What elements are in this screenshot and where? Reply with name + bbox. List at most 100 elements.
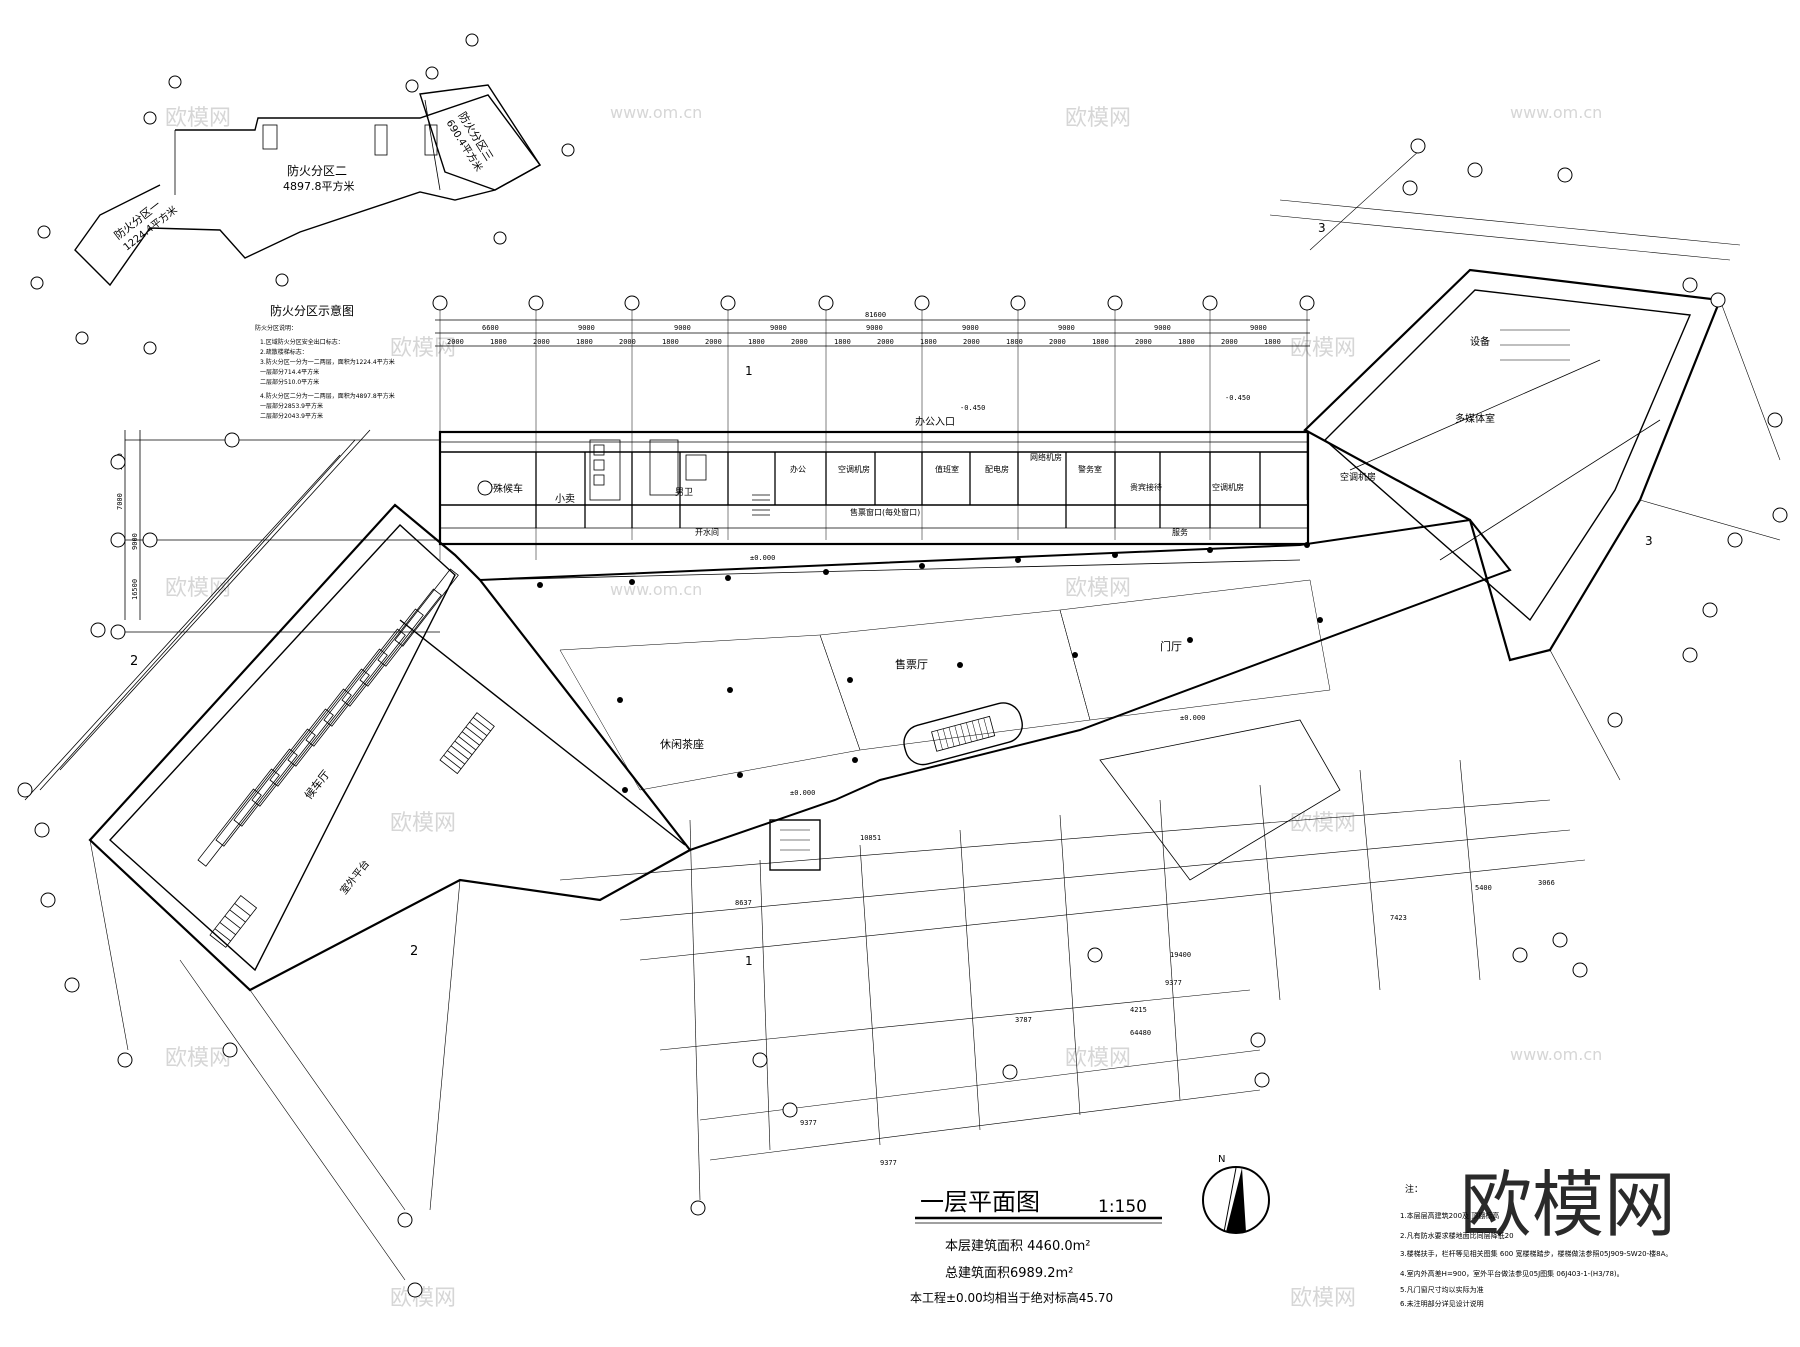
grid-bubble [275,273,289,287]
svg-text:1800: 1800 [834,338,851,346]
svg-text:2000: 2000 [791,338,808,346]
elevation-mark: -0.450 [1225,394,1250,402]
room-label: 售票窗口(每处窗口) [850,507,920,517]
svg-text:2000: 2000 [705,338,722,346]
top-grid-bubbles [432,295,1315,311]
svg-text:5400: 5400 [1475,884,1492,892]
grid-bubble [30,276,44,290]
svg-text:2000: 2000 [619,338,636,346]
main-building-block: 81600 6600 9000 9000 9000 9000 9000 9000… [110,295,1315,640]
svg-text:64480: 64480 [1130,1029,1151,1037]
datum-note: 本工程±0.00均相当于绝对标高45.70 [910,1290,1113,1305]
svg-text:1800: 1800 [1264,338,1281,346]
svg-text:1800: 1800 [662,338,679,346]
watermark-text: 欧模网 [390,1286,456,1311]
watermark-text: 欧模网 [1290,336,1356,361]
room-label: 办公 [790,464,806,474]
total-area: 总建筑面积6989.2m² [945,1265,1073,1281]
svg-text:2000: 2000 [963,338,980,346]
general-notes: 注： 1.本层层高建筑200及 顶棚标高 2.凡有防水要求楼地面比同层降低20 … [1400,1183,1672,1308]
watermark-text: 欧模网 [1065,106,1131,131]
section-marker: 1 [745,954,753,968]
svg-text:9000: 9000 [770,324,787,332]
watermark-url: www.om.cn [610,103,702,122]
svg-text:7423: 7423 [1390,914,1407,922]
room-label: 服务 [1172,527,1188,537]
section-marker: 2 [410,944,418,959]
room-label: 贵宾接待 [1130,482,1162,492]
grid-bubble [425,66,439,80]
svg-text:9377: 9377 [1165,979,1182,987]
bay-dimensions: 6600 9000 9000 9000 9000 9000 9000 9000 … [482,324,1267,332]
grid-bubble [75,331,89,345]
drawing-title: 一层平面图 [920,1188,1040,1216]
svg-text:9000: 9000 [866,324,883,332]
key-grid-bubbles [30,33,575,355]
section-marker: 3 [1645,534,1653,548]
central-hall-block: 售票厅 门厅 休闲茶座 ±0.000 ±0.000 1 1 [479,364,1512,968]
fire-zone-note: 2.疏散楼梯标志： [260,348,308,356]
fire-zone-notes: 防火分区说明： 1.区域防火分区安全出口标志： 2.疏散楼梯标志： 3.防火分区… [255,324,395,420]
section-marker: 1 [745,364,753,378]
note-line: 3.楼梯扶手，栏杆等见相关图集 600 宽楼梯踏步，楼梯做法参照05J909-S… [1400,1249,1672,1258]
room-label: 男卫 [675,487,693,498]
left-grid-bubbles [17,432,493,1298]
floor-area: 本层建筑面积 4460.0m² [945,1238,1091,1254]
note-line: 2.凡有防水要求楼地面比同层降低20 [1400,1231,1514,1240]
escalator [903,702,1023,766]
svg-text:4215: 4215 [1130,1006,1147,1014]
watermark-url: www.om.cn [610,580,702,599]
svg-text:1800: 1800 [576,338,593,346]
svg-text:2000: 2000 [1221,338,1238,346]
svg-text:2000: 2000 [1135,338,1152,346]
note-line: 5.凡门窗尺寸均以实际为准 [1400,1285,1484,1294]
grid-bubble [37,225,51,239]
fire-zone-two-area: 4897.8平方米 [283,179,355,193]
svg-text:9000: 9000 [578,324,595,332]
room-label: 空调机房 [838,464,870,474]
room-label: 小卖 [555,493,575,505]
svg-text:1800: 1800 [920,338,937,346]
north-label: N [1218,1154,1225,1165]
fire-zone-note: 1.区域防火分区安全出口标志： [260,338,344,346]
svg-text:1800: 1800 [748,338,765,346]
grid-bubble [143,341,157,355]
watermark-text: 欧模网 [390,811,456,836]
svg-text:3787: 3787 [1015,1016,1032,1024]
fire-zone-two-name: 防火分区二 [287,163,347,178]
svg-text:9377: 9377 [800,1119,817,1127]
watermark-url: www.om.cn [1510,1045,1602,1064]
grid-bubble [405,79,419,93]
watermark-text: 欧模网 [1065,576,1131,601]
seat-rows [197,568,459,867]
grid-bubble [143,111,157,125]
fire-zone-note: 一层部分714.4平方米 [260,368,319,376]
elevation-mark: ±0.000 [1180,714,1205,722]
svg-text:10851: 10851 [860,834,881,842]
svg-text:2000: 2000 [1049,338,1066,346]
grid-bubble [168,75,182,89]
note-line: 6.未注明部分详见设计说明 [1400,1299,1484,1308]
north-arrow: N [1202,1154,1270,1234]
svg-text:3066: 3066 [1538,879,1555,887]
note-line: 注： [1405,1183,1423,1195]
lower-grid-bubbles [690,932,1588,1216]
svg-text:6600: 6600 [482,324,499,332]
section-marker: 3 [1318,221,1326,235]
room-label: 多媒体室 [1455,412,1495,425]
room-label: 候车厅 [301,767,332,802]
watermark-text: 欧模网 [165,1046,231,1071]
svg-text:1800: 1800 [1092,338,1109,346]
fire-zone-diagram: 防火分区二 4897.8平方米 防火分区一 1224.4平方米 防火分区三 69… [30,33,575,420]
svg-text:2000: 2000 [447,338,464,346]
room-label: 特殊候车 [483,482,523,495]
svg-text:9000: 9000 [962,324,979,332]
room-label: 设备 [1470,335,1490,348]
note-line: 4.室内外高差H=900，室外平台做法参见05J图集 06J403-1-(H3/… [1400,1269,1624,1278]
watermark-text: 欧模网 [165,576,231,601]
grid-bubble [561,143,575,157]
room-label: 办公入口 [915,415,955,428]
elevation-mark: -0.450 [960,404,985,412]
segment-dimensions: 2000 1800 2000 1800 2000 1800 2000 1800 … [447,338,1281,346]
svg-text:2000: 2000 [533,338,550,346]
